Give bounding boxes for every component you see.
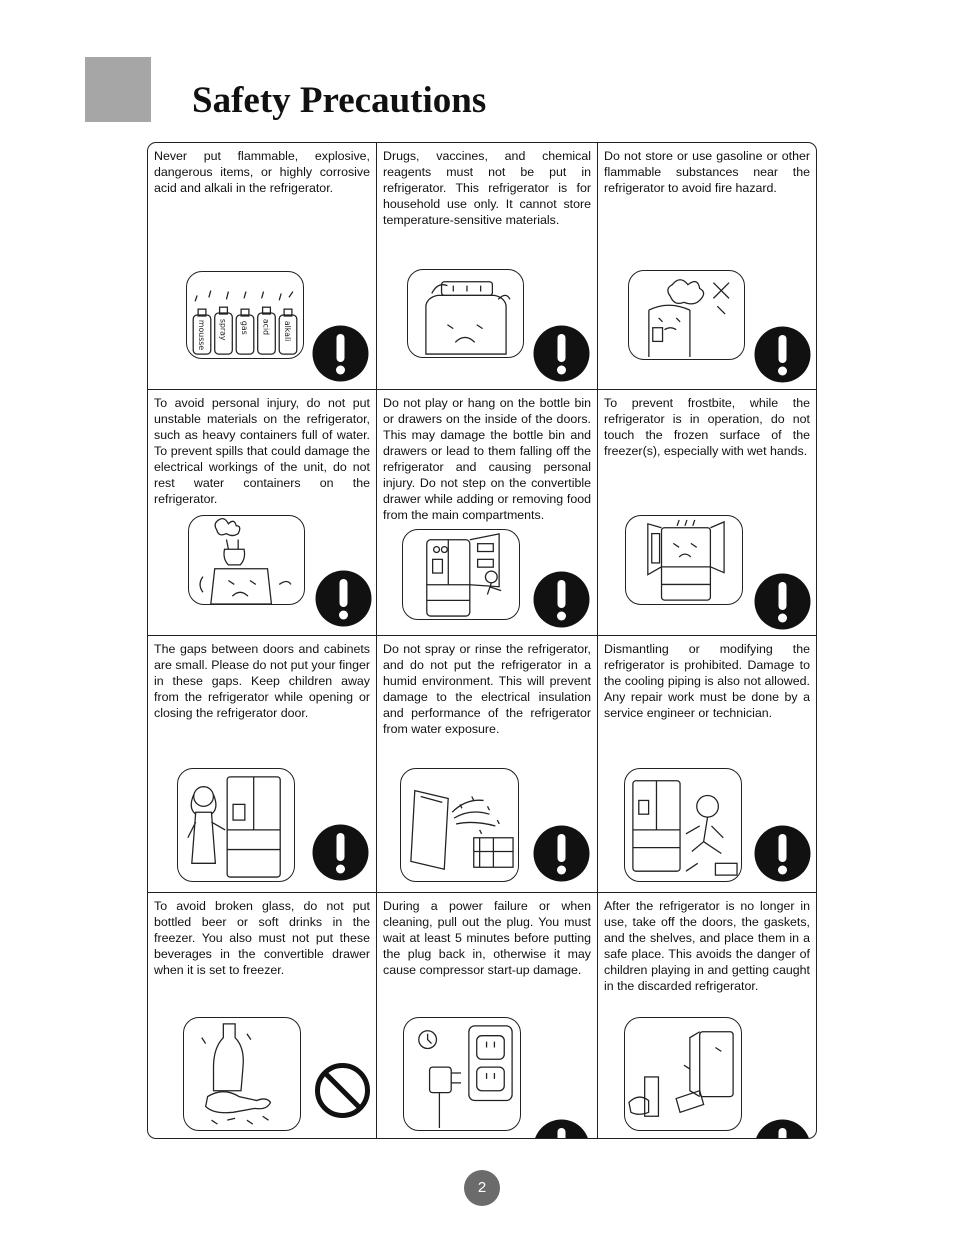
corner-decoration — [85, 57, 151, 122]
dismantling-illustration — [624, 768, 742, 882]
bottle-label-alkali: alkali — [283, 321, 292, 341]
precaution-cell-11: During a power failure or when cleaning,… — [377, 893, 598, 1138]
discarded-fridge-illustration — [624, 1017, 742, 1131]
precaution-text: To prevent frostbite, while the refriger… — [604, 396, 810, 458]
precaution-cell-9: Dismantling or modifying the refrigerato… — [598, 636, 816, 893]
precaution-text: Do not play or hang on the bottle bin or… — [383, 396, 591, 522]
medicine-fridge-illustration — [407, 269, 524, 358]
precaution-cell-5: Do not play or hang on the bottle bin or… — [377, 390, 598, 636]
exclamation-icon — [754, 825, 811, 882]
bottle-label-mousse: mousse — [197, 320, 206, 350]
fire-hazard-illustration — [628, 270, 745, 360]
precaution-cell-2: Drugs, vaccines, and chemical reagents m… — [377, 143, 598, 390]
page-title: Safety Precautions — [192, 80, 487, 121]
precaution-cell-3: Do not store or use gasoline or other fl… — [598, 143, 816, 390]
prohibited-icon — [314, 1062, 371, 1119]
exclamation-icon — [533, 825, 590, 882]
bottle-label-acid: acid — [262, 319, 271, 335]
frostbite-illustration — [625, 515, 743, 605]
precaution-text: After the refrigerator is no longer in u… — [604, 899, 810, 993]
unplug-illustration — [403, 1017, 521, 1131]
exclamation-icon — [533, 571, 590, 628]
chemicals-illustration: mousse spray gas acid alkali — [186, 271, 304, 359]
precaution-cell-12: After the refrigerator is no longer in u… — [598, 893, 816, 1138]
precaution-text: During a power failure or when cleaning,… — [383, 899, 591, 977]
precautions-grid: Never put flammable, explosive, dangerou… — [147, 142, 817, 1139]
precaution-cell-4: To avoid personal injury, do not put uns… — [148, 390, 377, 636]
hanging-on-door-illustration — [402, 529, 520, 620]
exclamation-icon — [533, 1119, 590, 1138]
precaution-text: Dismantling or modifying the refrigerato… — [604, 642, 810, 720]
precaution-text: Do not spray or rinse the refrigerator, … — [383, 642, 591, 736]
bottle-label-spray: spray — [219, 319, 228, 341]
exclamation-icon — [533, 325, 590, 382]
broken-bottle-illustration — [183, 1017, 301, 1131]
precaution-text: Drugs, vaccines, and chemical reagents m… — [383, 149, 591, 227]
precaution-text: To avoid personal injury, do not put uns… — [154, 396, 370, 506]
bottle-label-gas: gas — [240, 321, 249, 335]
precaution-cell-8: Do not spray or rinse the refrigerator, … — [377, 636, 598, 893]
exclamation-icon — [754, 326, 811, 383]
precaution-text: Never put flammable, explosive, dangerou… — [154, 149, 370, 195]
exclamation-icon — [312, 824, 369, 881]
precaution-cell-10: To avoid broken glass, do not put bottle… — [148, 893, 377, 1138]
precaution-cell-7: The gaps between doors and cabinets are … — [148, 636, 377, 893]
precaution-cell-1: Never put flammable, explosive, dangerou… — [148, 143, 377, 390]
precaution-text: The gaps between doors and cabinets are … — [154, 642, 370, 720]
exclamation-icon — [312, 325, 369, 382]
exclamation-icon — [754, 573, 811, 630]
precaution-text: Do not store or use gasoline or other fl… — [604, 149, 810, 195]
precaution-cell-6: To prevent frostbite, while the refriger… — [598, 390, 816, 636]
door-gap-illustration — [177, 768, 295, 882]
unstable-objects-illustration — [188, 515, 305, 605]
exclamation-icon — [754, 1119, 811, 1138]
exclamation-icon — [315, 570, 372, 627]
water-spray-illustration — [400, 768, 519, 882]
page-number: 2 — [464, 1170, 500, 1206]
precaution-text: To avoid broken glass, do not put bottle… — [154, 899, 370, 977]
